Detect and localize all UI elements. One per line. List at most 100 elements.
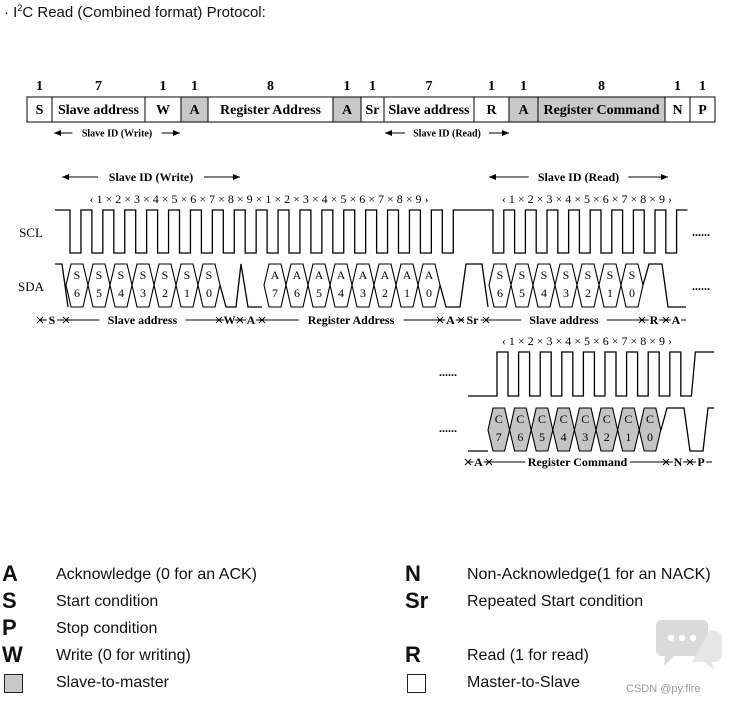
row1-span-tick-9 [662,316,670,324]
sda-command-bit-letter-4: C [581,412,589,426]
sda-command-bit-letter-2: C [538,412,546,426]
sda-command-bit-num-2: 5 [539,430,545,444]
row1-span-bg-3 [245,313,257,327]
row1-span-label-8: R [650,313,659,327]
row1-span-label-3: A [247,313,256,327]
sda2-nack-stop [660,407,714,452]
legend-text: Slave-to-master [56,674,169,691]
sda-slave-write-bit-num-2: 4 [118,286,124,300]
row1-span-tick-6 [457,316,465,324]
row1-span-bg-9 [670,313,682,327]
sda-slave-write-bit-num-3: 3 [140,286,146,300]
frame-field-bits-2: 1 [160,79,167,94]
sda-register-bit-letter-6: A [403,268,412,282]
frame-field-7 [383,96,475,123]
row2-span-bg-0 [473,455,484,469]
sda-command-bit-7 [638,407,662,452]
frame-field-bits-1: 7 [95,79,102,94]
row2-span-tick-3 [686,458,694,466]
legend-text: Non-Acknowledge(1 for an NACK) [467,566,711,583]
legend-text: Master-to-Slave [467,674,580,691]
sda-slave-read-bit-letter-4: S [585,268,592,282]
sda-slave-write-bit-num-6: 0 [206,286,212,300]
legend-symbol: N [405,561,421,586]
row1-span-bg-8 [648,313,660,327]
watermark: CSDN @py.fire [626,683,701,695]
sda-slave-write-bit-num-0: 6 [74,286,80,300]
frame-field-bits-12: 1 [699,79,706,94]
frame-field-label-12: P [698,103,707,118]
frame-field-label-7: Slave address [388,103,470,118]
sda-slave-write-bit-letter-1: S [96,268,103,282]
timing-id-write-arrow-right [233,174,240,180]
row2-span-tick-0 [464,458,472,466]
sda-command-bit-num-1: 6 [517,430,523,444]
legend-symbol: P [2,615,17,640]
sda-register-bit-letter-2: A [315,268,324,282]
row2-span-label-2: N [674,455,683,469]
sda-register-bit-num-5: 2 [382,286,388,300]
frame-field-label-5: A [342,103,353,118]
frame-field-8 [473,96,510,123]
sda-slave-read-bit-letter-1: S [519,268,526,282]
timing-id-write-label: Slave ID (Write) [109,170,193,184]
sda-slave-write-bit-letter-6: S [206,268,213,282]
row1-span-bg-4 [298,313,404,327]
frame-field-label-10: Register Command [543,103,659,118]
sda-slave-read-bit-letter-3: S [563,268,570,282]
sda-register-bit-letter-4: A [359,268,368,282]
sda-label: SDA [18,279,45,294]
sda-command-bit-num-5: 2 [604,430,610,444]
frame-field-bits-9: 1 [520,79,527,94]
legend-text: Write (0 for writing) [56,647,191,664]
row1-span-label-4: Register Address [308,313,395,327]
sda-register-bit-num-0: 7 [272,286,278,300]
frame-field-bits-4: 8 [267,79,274,94]
row2-span-label-0: A [474,455,483,469]
timing-id-write-arrow-left [62,174,69,180]
row1-span-bg-6 [464,313,481,327]
sda-command-bit-letter-1: C [516,412,524,426]
sda-slave-write-bit-letter-2: S [118,268,125,282]
chat-bubble-icon [656,620,722,670]
row1-span-bg-0 [46,313,58,327]
frame-field-label-6: Sr [366,103,380,118]
frame-field-10 [537,96,666,123]
sda-register-bit-num-6: 1 [404,286,410,300]
row1-span-label-1: Slave address [108,313,178,327]
frame-id-read-label-bg [405,123,489,137]
sda-slave-write-bit-num-1: 5 [96,286,102,300]
sda-slave-write-bit-letter-0: S [74,268,81,282]
sda-command-bit-num-6: 1 [625,430,631,444]
row1-span-label-9: A [672,313,681,327]
sda-command-bit-letter-7: C [646,412,654,426]
timing-id-read-arrow-right [661,174,668,180]
sda-ellipsis-2: ...... [439,421,457,435]
clock-count-row1b: ‹ 1 × 2 × 3 × 4 × 5 × 6 × 7 × 8 × 9 › [502,192,672,206]
frame-field-label-0: S [36,103,44,118]
clock-count-row1: ‹ 1 × 2 × 3 × 4 × 5 × 6 × 7 × 8 × 9 × 1 … [89,192,428,206]
page-title: · I2C Read (Combined format) Protocol: [4,3,266,21]
timing-id-read-label: Slave ID (Read) [538,170,619,184]
frame-field-label-8: R [486,103,497,118]
scl-label: SCL [19,225,43,240]
legend-item: Slave-to-master [2,670,322,696]
frame-id-read-arrow-left [385,130,392,136]
row2-span-bg-3 [695,455,707,469]
sda-ellipsis-1: ...... [692,279,710,293]
sda-slave-read-bit-num-6: 0 [629,286,635,300]
sda-register-bit-letter-5: A [381,268,390,282]
row2-span-tick-1 [485,458,493,466]
row1-span-tick-0 [36,316,44,324]
legend-text: Read (1 for read) [467,647,589,664]
sda-register-bit-num-3: 4 [338,286,344,300]
row1-span-bg-2 [224,313,235,327]
sda-slave-read-bit-num-3: 3 [563,286,569,300]
sda-slave-write-bit-num-5: 1 [184,286,190,300]
scl-waveform-1b [482,209,688,254]
